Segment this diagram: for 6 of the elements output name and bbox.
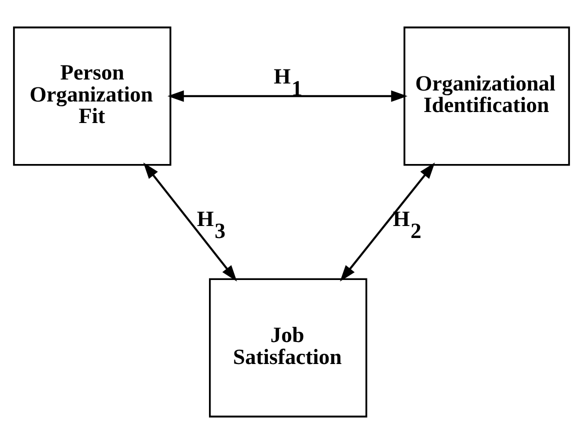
arrow <box>143 162 237 281</box>
arrow <box>168 90 408 102</box>
node-box: Job Satisfaction <box>208 278 368 417</box>
node-box: Organizational Identification <box>404 26 570 166</box>
arrow <box>340 162 435 281</box>
node-box: Person Organization Fit <box>13 26 172 166</box>
